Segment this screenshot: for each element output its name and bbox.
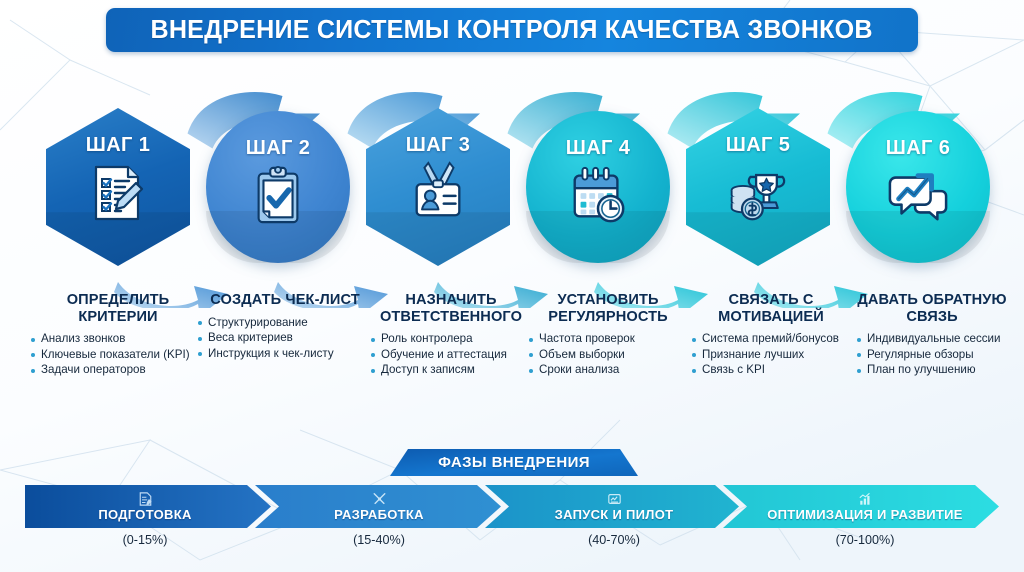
phases-banner-shape: [390, 449, 638, 476]
phase-4-range: (70-100%): [835, 533, 895, 547]
caption-step-2: СОЗДАТЬ ЧЕК-ЛИСТ Структурирование Веса к…: [197, 292, 373, 362]
checklist-pencil-icon: [86, 161, 150, 230]
caption-step-5: СВЯЗАТЬ С МОТИВАЦИЕЙ Система премий/бону…: [683, 292, 859, 379]
trophy-coins-icon: [726, 161, 790, 228]
caption-bullets-2: Структурирование Веса критериев Инструкц…: [197, 316, 373, 362]
step-4-shape: ШАГ 4: [526, 111, 670, 263]
phases-bar: ПОДГОТОВКА РАЗРАБОТКА ЗАПУСК И ПИЛОТ ОПТ…: [25, 485, 999, 528]
phase-1-range: (0-15%): [122, 533, 168, 547]
growth-chat-icon: [886, 164, 950, 231]
phase-3-range: (40-70%): [588, 533, 640, 547]
step-1-badge: ШАГ 1: [85, 134, 151, 156]
caption-bullets-3: Роль контролера Обучение и аттестация До…: [370, 332, 544, 378]
list-item: Анализ звонков: [30, 332, 206, 347]
step-4[interactable]: ШАГ 4: [518, 104, 678, 276]
list-item: Система премий/бонусов: [691, 332, 859, 347]
caption-step-6: ДАВАТЬ ОБРАТНУЮ СВЯЗЬ Индивидуальные сес…: [842, 292, 1022, 379]
step-5-badge: ШАГ 5: [725, 134, 791, 156]
phases-banner: ФАЗЫ ВНЕДРЕНИЯ: [390, 449, 638, 476]
step-captions: ОПРЕДЕЛИТЬ КРИТЕРИИ Анализ звонков Ключе…: [0, 292, 1024, 432]
caption-bullets-5: Система премий/бонусов Признание лучших …: [691, 332, 859, 378]
caption-bullets-4: Частота проверок Объем выборки Сроки ана…: [528, 332, 696, 378]
list-item: Признание лучших: [691, 348, 859, 363]
calendar-clock-icon: [567, 164, 629, 231]
id-badge-icon: [407, 161, 469, 228]
step-6[interactable]: ШАГ 6: [838, 104, 998, 276]
caption-step-4: УСТАНОВИТЬ РЕГУЛЯРНОСТЬ Частота проверок…: [520, 292, 696, 379]
steps-row: ШАГ 1: [0, 104, 1024, 294]
caption-heading-4: УСТАНОВИТЬ РЕГУЛЯРНОСТЬ: [548, 292, 668, 325]
caption-heading-3: НАЗНАЧИТЬ ОТВЕТСТВЕННОГО: [379, 292, 523, 325]
caption-heading-5: СВЯЗАТЬ С МОТИВАЦИЕЙ: [718, 292, 824, 325]
step-2[interactable]: ШАГ 2: [198, 104, 358, 276]
phases-banner-label: ФАЗЫ ВНЕДРЕНИЯ: [438, 454, 590, 471]
step-5[interactable]: ШАГ 5: [678, 104, 838, 276]
list-item: Инструкция к чек-листу: [197, 347, 373, 362]
list-item: Ключевые показатели (KPI): [30, 348, 206, 363]
caption-bullets-6: Индивидуальные сессии Регулярные обзоры …: [856, 332, 1022, 378]
phases-chevrons: [25, 485, 999, 528]
step-3-shape: ШАГ 3: [366, 108, 510, 266]
step-6-shape: ШАГ 6: [846, 111, 990, 263]
step-1[interactable]: ШАГ 1: [38, 104, 198, 276]
caption-heading-6: ДАВАТЬ ОБРАТНУЮ СВЯЗЬ: [857, 292, 1007, 325]
list-item: Структурирование: [197, 316, 373, 331]
step-1-shape: ШАГ 1: [46, 108, 190, 266]
list-item: Частота проверок: [528, 332, 696, 347]
step-6-badge: ШАГ 6: [885, 137, 951, 159]
caption-step-3: НАЗНАЧИТЬ ОТВЕТСТВЕННОГО Роль контролера…: [358, 292, 544, 379]
page-title-bar: ВНЕДРЕНИЕ СИСТЕМЫ КОНТРОЛЯ КАЧЕСТВА ЗВОН…: [106, 8, 918, 52]
step-2-badge: ШАГ 2: [245, 137, 311, 159]
step-2-shape: ШАГ 2: [206, 111, 350, 263]
caption-step-1: ОПРЕДЕЛИТЬ КРИТЕРИИ Анализ звонков Ключе…: [30, 292, 206, 379]
list-item: Роль контролера: [370, 332, 544, 347]
step-4-badge: ШАГ 4: [565, 137, 631, 159]
caption-heading-2: СОЗДАТЬ ЧЕК-ЛИСТ: [210, 292, 360, 308]
step-3-badge: ШАГ 3: [405, 134, 471, 156]
step-3[interactable]: ШАГ 3: [358, 104, 518, 276]
list-item: План по улучшению: [856, 363, 1022, 378]
step-5-shape: ШАГ 5: [686, 108, 830, 266]
list-item: Объем выборки: [528, 348, 696, 363]
page-title: ВНЕДРЕНИЕ СИСТЕМЫ КОНТРОЛЯ КАЧЕСТВА ЗВОН…: [150, 15, 874, 44]
caption-heading-1: ОПРЕДЕЛИТЬ КРИТЕРИИ: [66, 292, 170, 325]
phase-2-range: (15-40%): [353, 533, 405, 547]
list-item: Регулярные обзоры: [856, 348, 1022, 363]
list-item: Связь с KPI: [691, 363, 859, 378]
clipboard-check-icon: [247, 164, 309, 231]
list-item: Индивидуальные сессии: [856, 332, 1022, 347]
list-item: Доступ к записям: [370, 363, 544, 378]
list-item: Сроки анализа: [528, 363, 696, 378]
list-item: Задачи операторов: [30, 363, 206, 378]
list-item: Веса критериев: [197, 331, 373, 346]
list-item: Обучение и аттестация: [370, 348, 544, 363]
caption-bullets-1: Анализ звонков Ключевые показатели (KPI)…: [30, 332, 206, 378]
